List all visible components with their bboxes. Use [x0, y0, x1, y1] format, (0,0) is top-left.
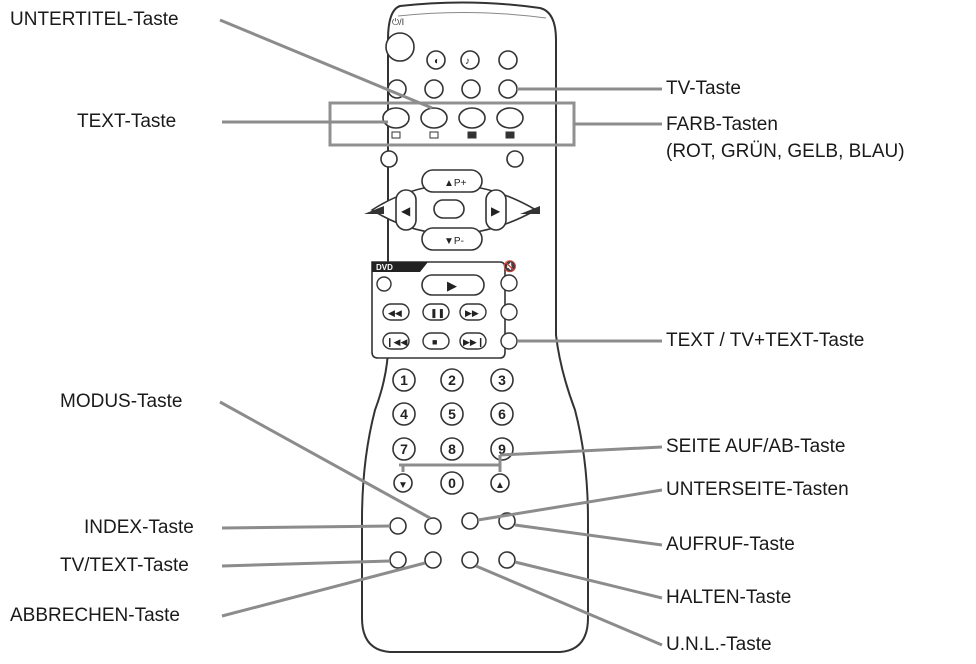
label-seite: SEITE AUF/AB-Taste [666, 436, 846, 457]
tv-button[interactable] [498, 79, 518, 99]
number-keypad: 1 2 3 4 5 6 7 8 9 0 [392, 368, 514, 495]
unl-button[interactable] [461, 551, 479, 569]
hold-button[interactable] [498, 551, 516, 569]
sound-button[interactable] [460, 50, 480, 70]
svg-text:▼: ▼ [398, 480, 408, 491]
svg-text:🔇: 🔇 [503, 260, 517, 273]
label-halten: HALTEN-Taste [666, 587, 792, 608]
key-9-label: 9 [498, 441, 506, 457]
play-button[interactable] [421, 274, 485, 296]
green-button[interactable] [420, 107, 448, 129]
stop-button[interactable] [422, 332, 450, 350]
pause-button[interactable] [422, 303, 450, 321]
key-7-label: 7 [400, 441, 408, 457]
label-aufruf: AUFRUF-Taste [666, 534, 795, 555]
label-text-tv-text: TEXT / TV+TEXT-Taste [666, 330, 865, 351]
dpad-left[interactable] [395, 189, 417, 231]
key-5-button[interactable] [440, 402, 464, 426]
rewind-button[interactable] [382, 303, 410, 321]
mode-button[interactable] [424, 517, 442, 535]
forward-button[interactable] [459, 303, 487, 321]
key-1-label: 1 [400, 372, 408, 388]
label-index: INDEX-Taste [84, 517, 194, 538]
svg-text:❙◀◀: ❙◀◀ [386, 337, 407, 348]
dpad-right[interactable] [485, 189, 507, 231]
leader-lines [219, 18, 663, 647]
cancel-button[interactable] [424, 551, 442, 569]
key-3-label: 3 [498, 372, 506, 388]
index-button[interactable] [389, 517, 407, 535]
menu-button[interactable] [380, 150, 398, 168]
dvd-mode-button[interactable] [426, 50, 446, 70]
next-button[interactable] [459, 332, 487, 350]
key-8-label: 8 [448, 441, 456, 457]
label-modus: MODUS-Taste [60, 391, 183, 412]
red-button[interactable] [382, 107, 410, 129]
key-7-button[interactable] [392, 437, 416, 461]
key-5-label: 5 [448, 406, 456, 422]
page-down-button[interactable] [393, 473, 413, 493]
dpad-up[interactable] [421, 169, 483, 193]
svg-text:♪: ♪ [465, 56, 470, 67]
key-6-button[interactable] [490, 402, 514, 426]
svg-text:◀◀: ◀◀ [388, 308, 402, 318]
key-4-button[interactable] [392, 402, 416, 426]
svg-text:▶▶: ▶▶ [465, 308, 479, 318]
svg-text:◐: ◐ [434, 56, 440, 67]
label-unl: U.N.L.-Taste [666, 634, 772, 655]
key-8-button[interactable] [440, 437, 464, 461]
freeze-button[interactable] [500, 303, 518, 321]
info-button[interactable] [461, 79, 481, 99]
svg-text:▶: ▶ [491, 204, 501, 218]
label-abbrechen: ABBRECHEN-Taste [10, 605, 180, 626]
key-1-button[interactable] [392, 368, 416, 392]
wide-button[interactable] [498, 50, 518, 70]
yellow-button[interactable] [458, 107, 486, 129]
text-tvtext-button[interactable] [500, 332, 518, 350]
return-button[interactable] [506, 150, 524, 168]
key-3-button[interactable] [490, 368, 514, 392]
key-0-label: 0 [448, 475, 456, 491]
tvtext-mix-button[interactable] [389, 551, 407, 569]
power-button[interactable] [385, 32, 415, 62]
dpad-ok[interactable] [433, 199, 465, 219]
label-tvtext: TV/TEXT-Taste [60, 555, 189, 576]
subtitle-button[interactable] [424, 79, 444, 99]
svg-text:▲: ▲ [495, 480, 505, 491]
subpage-button[interactable] [461, 512, 479, 530]
svg-text:▶▶❙: ▶▶❙ [463, 337, 484, 348]
label-tv: TV-Taste [666, 78, 741, 99]
svg-text:◀: ◀ [401, 204, 411, 218]
label-farb-line2: (ROT, GRÜN, GELB, BLAU) [666, 141, 905, 162]
page-up-button[interactable] [490, 473, 510, 493]
label-farb-line1: FARB-Tasten [666, 114, 778, 135]
mute-button[interactable] [500, 274, 518, 292]
key-4-label: 4 [400, 406, 408, 422]
blue-button[interactable] [496, 107, 524, 129]
dpad-up-label: ▲P+ [444, 178, 467, 189]
svg-text:❚❚: ❚❚ [430, 308, 445, 319]
key-6-label: 6 [498, 406, 506, 422]
prev-button[interactable] [382, 332, 410, 350]
svg-text:■: ■ [432, 337, 437, 347]
key-2-button[interactable] [440, 368, 464, 392]
dpad-down-label: ▼P- [444, 236, 464, 247]
dvd-power-button[interactable] [376, 276, 392, 292]
key-0-button[interactable] [440, 471, 464, 495]
svg-text:⏻/I: ⏻/I [392, 17, 404, 27]
label-untertitel: UNTERTITEL-Taste [10, 9, 179, 30]
key-2-label: 2 [448, 372, 456, 388]
dpad-down[interactable] [421, 227, 483, 251]
label-unterseite: UNTERSEITE-Tasten [666, 479, 849, 500]
svg-text:▶: ▶ [447, 278, 457, 293]
dvd-panel-label: DVD [376, 263, 393, 272]
label-text: TEXT-Taste [77, 111, 177, 132]
